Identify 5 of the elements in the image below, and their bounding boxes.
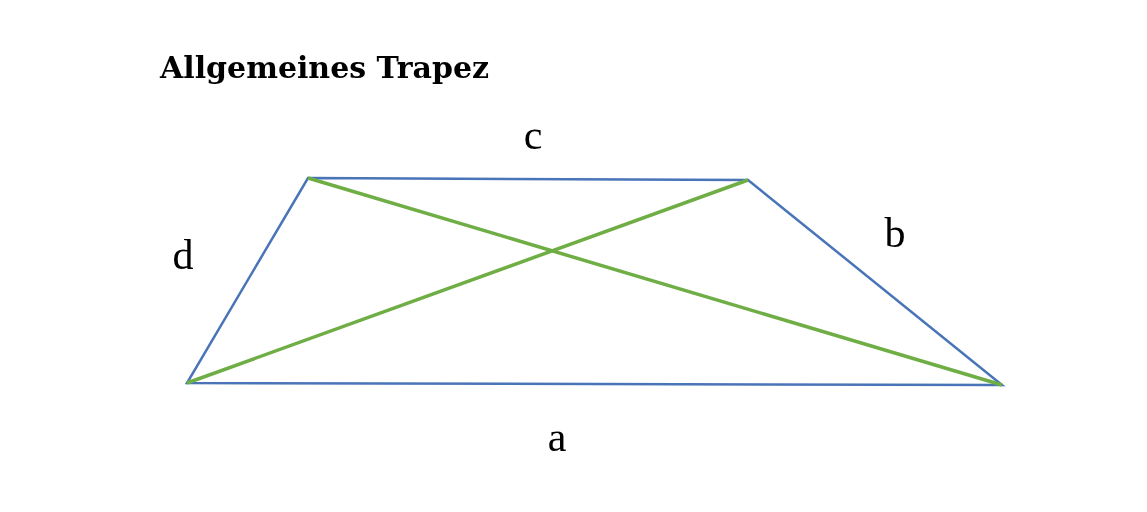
side-label: a — [547, 416, 567, 458]
side-label: c — [523, 114, 543, 156]
side-label: d — [172, 234, 194, 276]
side-label: b — [884, 212, 906, 254]
title: Allgemeines Trapez — [160, 50, 490, 85]
